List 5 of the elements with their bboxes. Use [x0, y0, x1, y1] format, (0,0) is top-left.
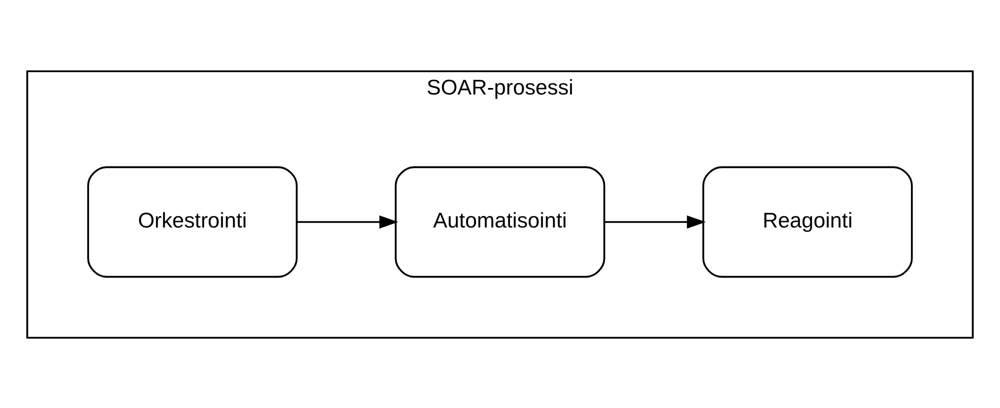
node-box: Automatisointi — [394, 166, 606, 278]
arrow — [604, 214, 706, 228]
node-box: Reagointi — [702, 166, 913, 278]
arrow — [297, 214, 398, 228]
node-box: Orkestrointi — [87, 166, 298, 278]
